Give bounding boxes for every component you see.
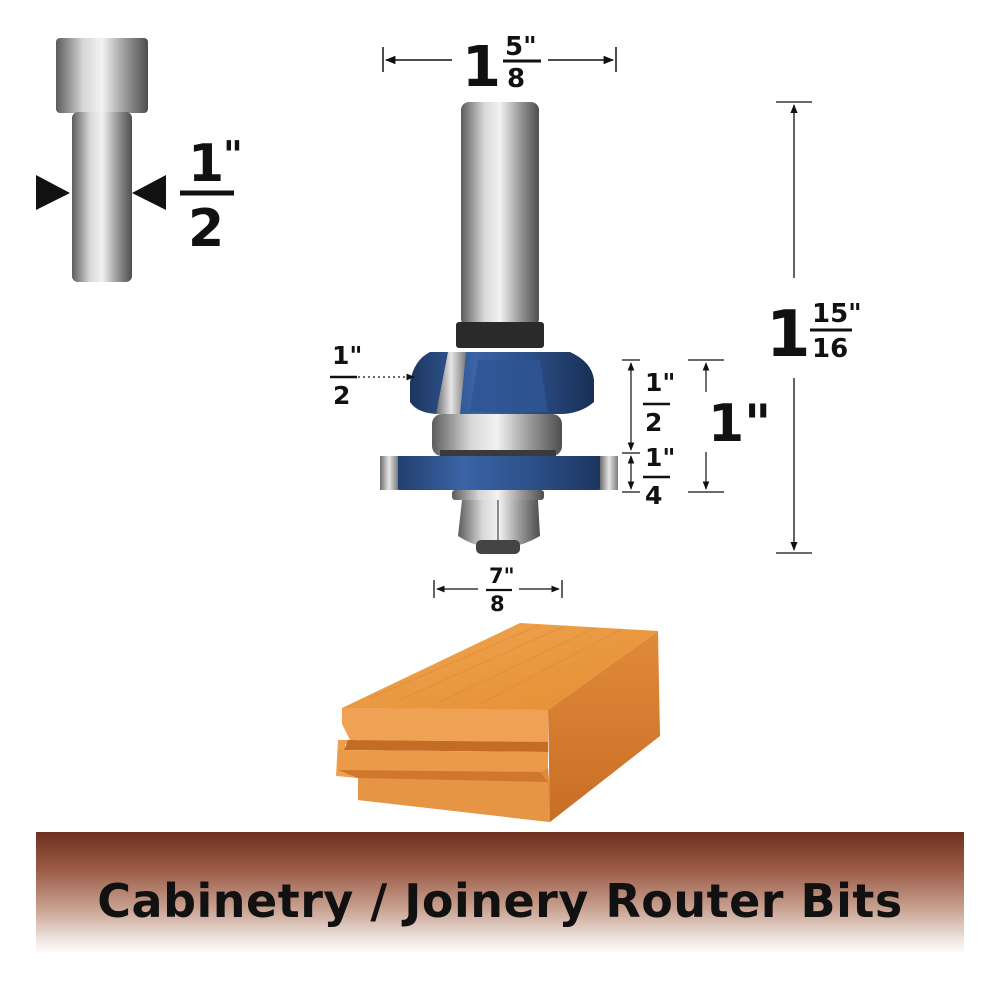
shank-size-inset: 1 " 2 xyxy=(36,38,243,282)
wood-grain xyxy=(369,624,623,705)
category-banner: Cabinetry / Joinery Router Bits xyxy=(36,832,964,954)
lower-carbide-right xyxy=(600,456,618,490)
arrow-left-marker xyxy=(36,175,70,210)
overall-length-whole: 1 xyxy=(766,298,811,372)
bearing-diameter-denominator: 8 xyxy=(490,592,505,616)
upper-cutter-face xyxy=(470,360,548,412)
bearing xyxy=(432,414,562,456)
lower-cut-numerator: 1" xyxy=(645,443,675,472)
overall-length-denominator: 16 xyxy=(812,334,848,364)
groove-depth-dimension: 1" 2 xyxy=(330,341,415,410)
wood-top-face xyxy=(342,623,658,710)
label-backdrop xyxy=(705,392,775,452)
upper-cut-denominator: 2 xyxy=(645,408,662,437)
washer xyxy=(452,490,544,500)
upper-cut-numerator: 1" xyxy=(645,368,675,397)
lower-cut-denominator: 4 xyxy=(645,481,662,510)
cut-height-dimensions: 1" 2 1" 4 1" xyxy=(622,359,775,510)
lower-slot-cutter xyxy=(380,456,618,490)
bearing-diameter-numerator: 7" xyxy=(489,564,515,588)
banner-title: Cabinetry / Joinery Router Bits xyxy=(97,874,903,928)
bearing-diameter-dimension: 7" 8 xyxy=(433,564,563,616)
wood-profile-sample xyxy=(336,623,660,822)
overall-diameter-whole: 1 xyxy=(462,35,501,100)
bit-neck-ring xyxy=(456,322,544,348)
arrow-right-marker xyxy=(132,175,166,210)
overall-length-numerator: 15" xyxy=(812,299,862,329)
wood-side-face xyxy=(548,631,660,822)
cut-height-total-label: 1" xyxy=(708,394,771,454)
lower-carbide-left xyxy=(380,456,398,490)
bit-shank xyxy=(461,102,539,327)
groove-depth-denominator: 2 xyxy=(333,381,350,410)
overall-length-dimension: 1 15" 16 xyxy=(766,101,862,554)
shank-body xyxy=(72,112,132,282)
groove-depth-numerator: 1" xyxy=(332,341,362,370)
shank-inch-mark: " xyxy=(223,133,243,177)
router-bit xyxy=(380,102,618,554)
overall-diameter-dimension: 1 5" 8 xyxy=(382,32,617,100)
upper-carbide-tip xyxy=(436,352,466,414)
overall-diameter-numerator: 5" xyxy=(505,32,537,62)
wood-tongue-underside xyxy=(338,770,548,782)
shank-denominator: 2 xyxy=(188,199,224,259)
shank-whole: 1 xyxy=(188,134,224,194)
arbor-tip xyxy=(476,540,520,554)
overall-diameter-denominator: 8 xyxy=(507,64,525,94)
shank-collar xyxy=(56,38,148,113)
wood-front-upper xyxy=(342,708,548,742)
bearing-spacer xyxy=(440,450,556,458)
wood-groove xyxy=(344,740,548,752)
wood-tongue xyxy=(338,750,548,772)
wood-front-lower xyxy=(358,778,550,822)
